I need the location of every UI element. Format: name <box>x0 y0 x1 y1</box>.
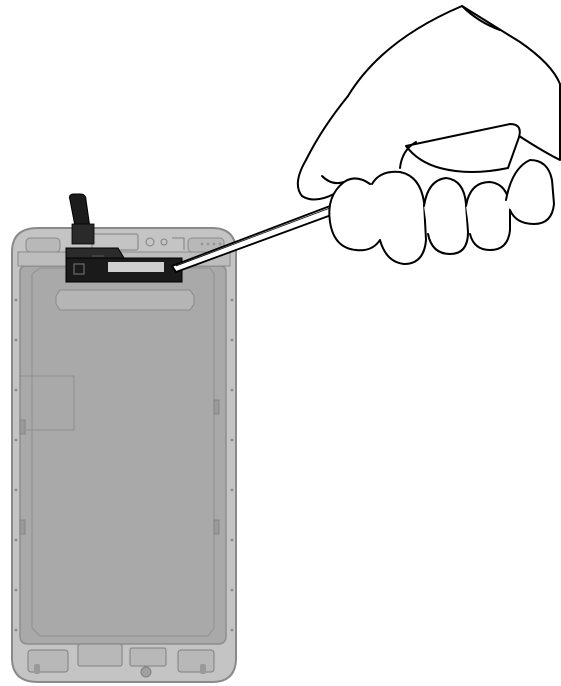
glove-finger-1 <box>372 172 426 264</box>
glove-finger-2 <box>424 178 468 254</box>
glove-palm <box>329 178 380 250</box>
sensor-bay <box>56 290 194 310</box>
display-panel <box>20 266 226 644</box>
display-assembly <box>12 228 236 682</box>
glove-finger-3 <box>466 182 510 250</box>
gloved-hand <box>298 6 560 264</box>
glove-thumb <box>406 124 520 172</box>
top-left-cutout <box>26 238 60 252</box>
glove-finger-4 <box>506 160 554 224</box>
front-flex-cable <box>70 194 95 244</box>
speaker-grille <box>108 262 164 272</box>
